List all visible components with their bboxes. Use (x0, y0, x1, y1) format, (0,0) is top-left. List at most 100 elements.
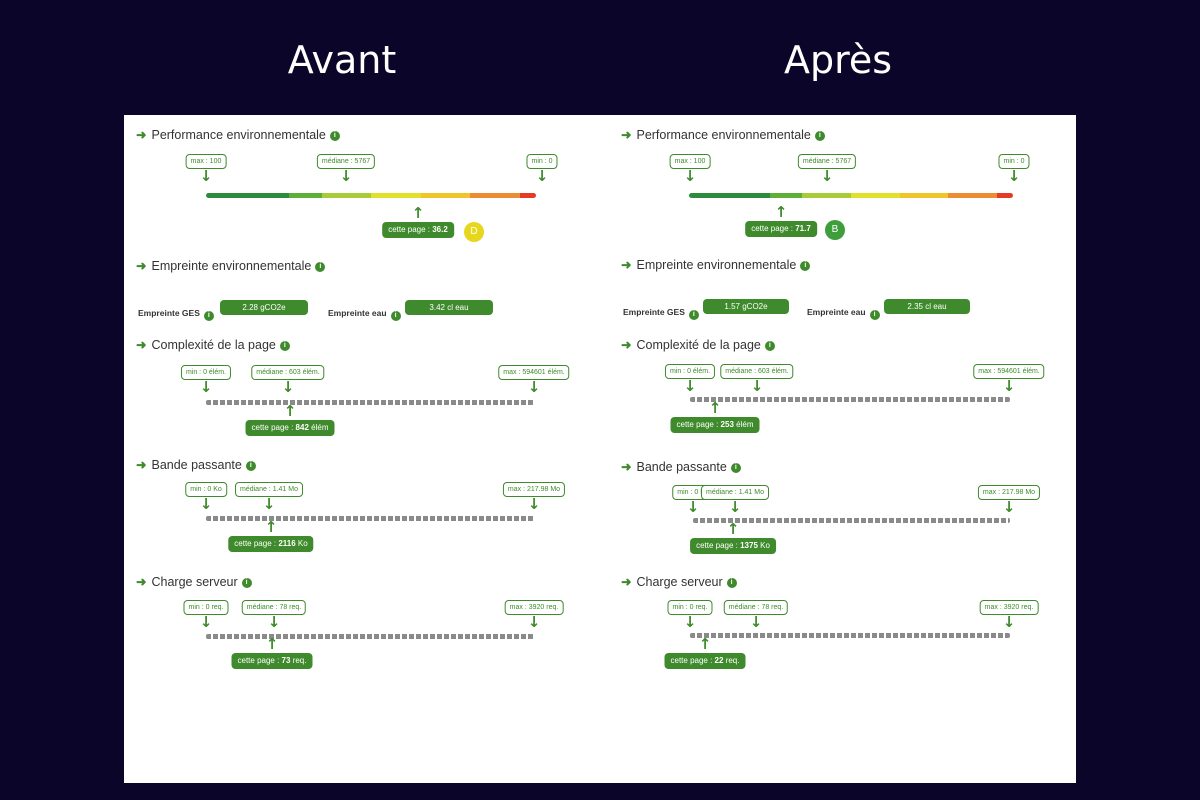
arrow-down-icon: ↓ (199, 167, 213, 185)
charge-scale (206, 634, 534, 639)
perf-grade-badge: D (464, 222, 484, 242)
perf-gauge (206, 193, 536, 198)
arrow-down-icon: ↓ (527, 378, 541, 396)
perf-min-tag: min : 0 (526, 154, 558, 169)
arrow-up-icon: ↑ (283, 402, 297, 420)
info-icon[interactable]: i (764, 341, 775, 351)
arrow-down-icon: ↓ (728, 498, 742, 516)
charge-max-marker: max : 3920 req. ↓ (979, 600, 1039, 630)
info-icon[interactable]: i (241, 578, 252, 588)
complex-page-pointer: ↑ cette page : 253 élém (670, 401, 760, 433)
bande-page-pointer: ↑ cette page : 2116 Ko (228, 520, 314, 552)
charge-page-pill: cette page : 73 req. (231, 653, 313, 669)
bande-scale (206, 516, 534, 521)
arrow-right-icon: ➜ (136, 338, 147, 352)
arrow-down-icon: ↓ (199, 378, 213, 396)
bande-median-tag: médiane : 1.41 Mo (701, 485, 769, 500)
info-icon[interactable]: i (279, 341, 290, 351)
bande-max-tag: max : 217.98 Mo (502, 482, 566, 497)
complex-max-marker: max : 594601 élém. ↓ (973, 364, 1045, 394)
bande-max-marker: max : 217.98 Mo ↓ (502, 482, 566, 512)
info-icon[interactable]: i (730, 463, 741, 473)
arrow-down-icon: ↓ (527, 495, 541, 513)
section-label: Bande passante (151, 458, 242, 472)
arrow-right-icon: ➜ (621, 258, 632, 272)
bande-min-tag: min : 0 Ko (185, 482, 227, 497)
complex-max-tag: max : 594601 élém. (498, 365, 570, 380)
ges-value: 1.57 gCO2e (703, 299, 789, 314)
charge-page-pointer: ↑ cette page : 73 req. (231, 637, 313, 669)
arrow-right-icon: ➜ (621, 338, 632, 352)
bande-page-pill: cette page : 1375 Ko (690, 538, 776, 554)
arrow-right-icon: ➜ (621, 575, 632, 589)
complex-max-marker: max : 594601 élém. ↓ (498, 365, 570, 395)
complex-page-pointer: ↑ cette page : 842 élém (245, 404, 335, 436)
info-icon[interactable]: i (315, 262, 326, 272)
perf-gauge (689, 193, 1013, 198)
section-label: Complexité de la page (151, 338, 276, 352)
arrow-up-icon: ↑ (411, 204, 425, 222)
bande-page-pointer: ↑ cette page : 1375 Ko (690, 522, 776, 554)
arrow-down-icon: ↓ (339, 167, 353, 185)
info-icon[interactable]: i (688, 310, 699, 320)
ges-value: 2.28 gCO2e (220, 300, 308, 315)
perf-max-marker: max : 100 ↓ (185, 154, 227, 184)
bande-median-tag: médiane : 1.41 Mo (235, 482, 303, 497)
complex-max-tag: max : 594601 élém. (973, 364, 1045, 379)
arrow-right-icon: ➜ (136, 128, 147, 142)
arrow-down-icon: ↓ (199, 613, 213, 631)
section-label: Charge serveur (636, 575, 723, 589)
charge-min-tag: min : 0 req. (183, 600, 229, 615)
eau-value: 2.35 cl eau (884, 299, 970, 314)
charge-median-marker: médiane : 78 req. ↓ (241, 600, 307, 630)
charge-min-tag: min : 0 req. (667, 600, 713, 615)
arrow-down-icon: ↓ (1007, 167, 1021, 185)
section-label: Charge serveur (151, 575, 238, 589)
section-label: Complexité de la page (636, 338, 761, 352)
perf-page-pointer: ↑ cette page : 36.2 (382, 206, 454, 238)
charge-max-marker: max : 3920 req. ↓ (504, 600, 564, 630)
arrow-down-icon: ↓ (267, 613, 281, 631)
info-icon[interactable]: i (869, 310, 880, 320)
section-label: Performance environnementale (636, 128, 811, 142)
eau-value: 3.42 cl eau (405, 300, 493, 315)
perf-median-marker: médiane : 5767 ↓ (797, 154, 857, 184)
charge-median-marker: médiane : 78 req. ↓ (723, 600, 789, 630)
charge-median-tag: médiane : 78 req. (723, 600, 789, 615)
complex-page-pill: cette page : 842 élém (245, 420, 335, 436)
arrow-down-icon: ↓ (527, 613, 541, 631)
charge-min-marker: min : 0 req. ↓ (183, 600, 229, 630)
perf-page-pill: cette page : 36.2 (382, 222, 454, 238)
info-icon[interactable]: i (726, 578, 737, 588)
perf-min-marker: min : 0 ↓ (526, 154, 558, 184)
arrow-down-icon: ↓ (199, 495, 213, 513)
arrow-down-icon: ↓ (1002, 377, 1016, 395)
complex-median-tag: médiane : 603 élém. (720, 364, 794, 379)
section-label: Empreinte environnementale (151, 259, 312, 273)
complex-scale (206, 400, 534, 405)
complex-scale (690, 397, 1010, 402)
info-icon[interactable]: i (245, 461, 256, 471)
heading-avant: Avant (287, 38, 397, 82)
info-icon[interactable]: i (390, 311, 401, 321)
complex-min-marker: min : 0 élém. ↓ (180, 365, 232, 395)
info-icon[interactable]: i (203, 311, 214, 321)
charge-max-tag: max : 3920 req. (979, 600, 1039, 615)
perf-max-tag: max : 100 (669, 154, 711, 169)
arrow-down-icon: ↓ (820, 167, 834, 185)
charge-max-tag: max : 3920 req. (504, 600, 564, 615)
info-icon[interactable]: i (329, 131, 340, 141)
arrow-up-icon: ↑ (264, 518, 278, 536)
info-icon[interactable]: i (814, 131, 825, 141)
info-icon[interactable]: i (800, 261, 811, 271)
bande-max-tag: max : 217.98 Mo (977, 485, 1041, 500)
arrow-down-icon: ↓ (750, 377, 764, 395)
